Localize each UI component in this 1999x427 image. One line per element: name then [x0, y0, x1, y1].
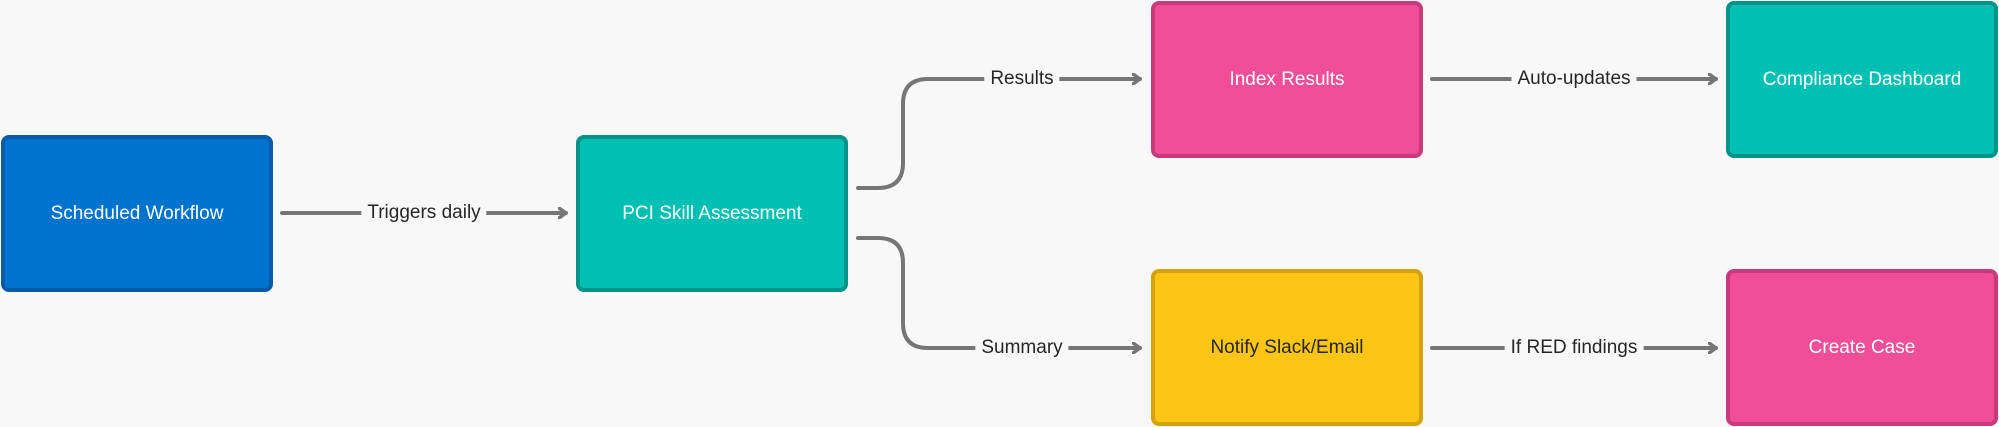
edge-label-summary: Summary — [975, 337, 1069, 359]
edge-assessment-to-notify — [856, 236, 1142, 348]
node-scheduled-workflow-label: Scheduled Workflow — [50, 202, 224, 224]
node-index-results[interactable]: Index Results — [1151, 1, 1423, 158]
edge-label-triggers-daily: Triggers daily — [361, 202, 487, 224]
edge-label-auto-updates: Auto-updates — [1511, 68, 1637, 90]
node-notify-slack-email[interactable]: Notify Slack/Email — [1151, 269, 1423, 426]
node-create-case-label: Create Case — [1808, 336, 1916, 358]
edge-assessment-to-index — [856, 79, 1142, 190]
node-compliance-dashboard-label: Compliance Dashboard — [1762, 68, 1962, 90]
node-pci-skill-assessment-label: PCI Skill Assessment — [622, 202, 802, 224]
node-index-results-label: Index Results — [1229, 68, 1345, 90]
edge-label-results: Results — [984, 68, 1060, 90]
node-create-case[interactable]: Create Case — [1726, 269, 1998, 426]
node-notify-slack-email-label: Notify Slack/Email — [1210, 336, 1364, 358]
node-scheduled-workflow[interactable]: Scheduled Workflow — [1, 135, 273, 292]
node-compliance-dashboard[interactable]: Compliance Dashboard — [1726, 1, 1998, 158]
node-pci-skill-assessment[interactable]: PCI Skill Assessment — [576, 135, 848, 292]
edge-label-if-red-findings: If RED findings — [1504, 337, 1644, 359]
